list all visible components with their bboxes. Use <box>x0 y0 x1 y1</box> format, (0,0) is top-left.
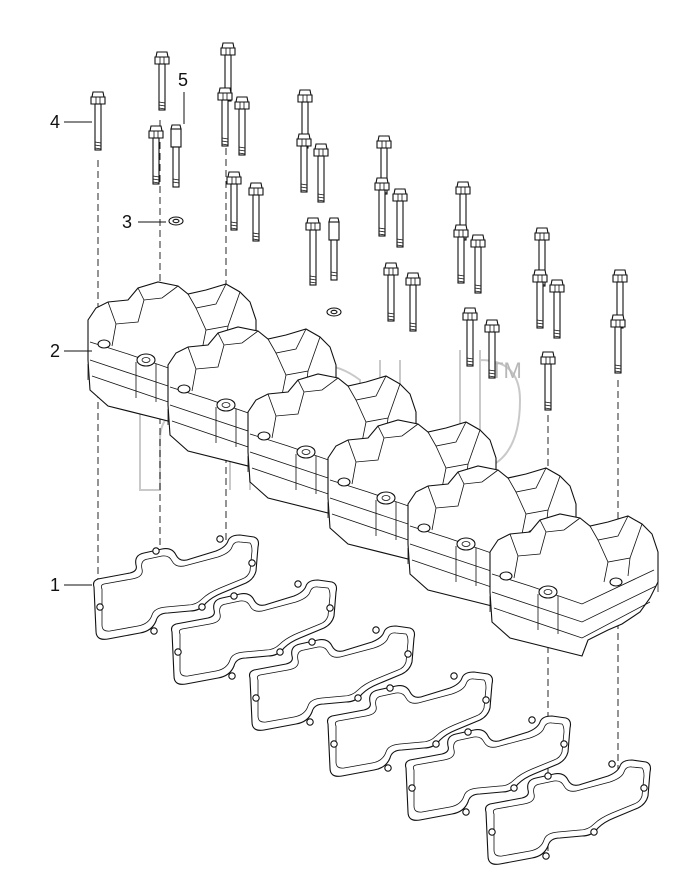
spacer-sleeve-icon <box>170 124 182 188</box>
callout-2: 2 <box>50 341 92 361</box>
hex-flange-bolt-icon <box>296 133 312 193</box>
callout-5: 5 <box>178 70 188 124</box>
hex-flange-bolt-icon <box>248 182 264 242</box>
hex-flange-bolt-icon <box>148 125 164 185</box>
spacer-sleeve-icon <box>328 217 340 281</box>
hex-flange-bolt-icon <box>453 224 469 284</box>
callout-label-2: 2 <box>50 341 60 361</box>
hex-flange-bolt-icon <box>234 96 250 156</box>
callout-label-5: 5 <box>178 70 188 90</box>
hex-flange-bolt-icon <box>374 177 390 237</box>
hex-flange-bolt-icon <box>462 307 478 367</box>
callout-4: 4 <box>50 112 92 132</box>
hex-flange-bolt-icon <box>540 351 556 411</box>
callout-1: 1 <box>50 575 92 595</box>
hex-flange-bolt-icon <box>383 262 399 322</box>
hex-flange-bolt-icon <box>549 279 565 339</box>
callout-3: 3 <box>122 212 166 232</box>
callout-label-4: 4 <box>50 112 60 132</box>
callout-label-3: 3 <box>122 212 132 232</box>
hex-flange-bolt-icon <box>305 217 321 286</box>
hex-flange-bolt-icon <box>532 269 548 329</box>
hex-flange-bolt-icon <box>392 188 408 248</box>
washer-icon <box>326 307 342 317</box>
hex-flange-bolt-icon <box>313 143 329 203</box>
hex-flange-bolt-icon <box>226 171 242 231</box>
callout-label-1: 1 <box>50 575 60 595</box>
hex-flange-bolt-icon <box>154 51 170 111</box>
valve-cover-icon <box>489 513 659 657</box>
hex-flange-bolt-icon <box>405 272 421 332</box>
hex-flange-bolt-icon <box>90 91 106 151</box>
washer-icon <box>168 216 184 226</box>
hex-flange-bolt-icon <box>470 234 486 294</box>
hex-flange-bolt-icon <box>217 87 233 147</box>
hex-flange-bolt-icon <box>610 314 626 374</box>
